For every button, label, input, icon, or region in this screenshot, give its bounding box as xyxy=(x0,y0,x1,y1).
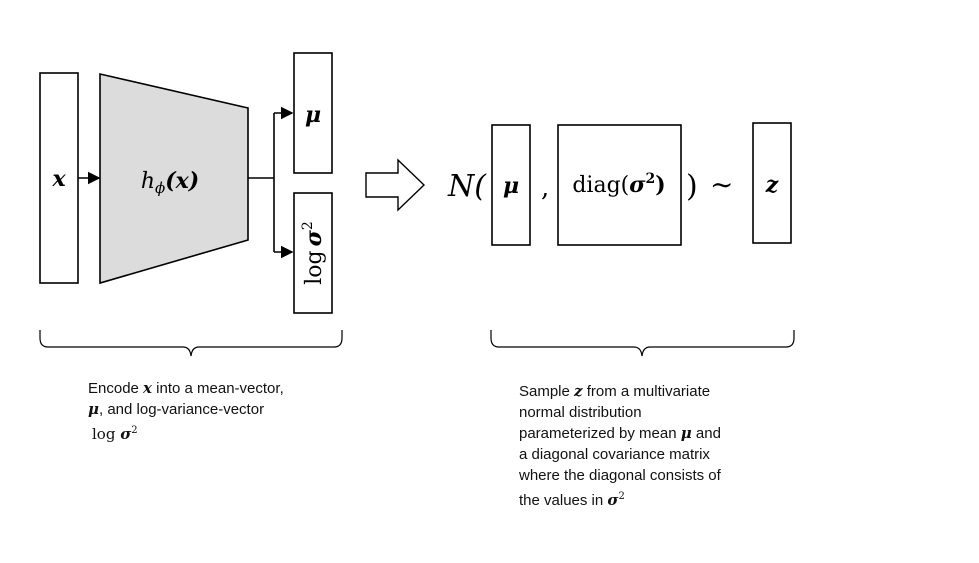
sampling-mu-box xyxy=(491,124,531,246)
encoder-caption: Encode x into a mean-vector, μ, and log-… xyxy=(88,378,368,445)
z-box xyxy=(752,122,792,244)
input-x-box xyxy=(39,72,79,284)
input-x-label: x xyxy=(51,166,66,192)
sampling-caption-line-1: Sample z from a multivariate xyxy=(519,382,711,400)
sampling-caption-line-5: where the diagonal consists of xyxy=(519,467,721,484)
logvar-label: logσ2 xyxy=(300,221,327,285)
encoder-function-label: hϕ(x) xyxy=(141,168,199,197)
sampling-caption: Sample z from a multivariate normal dist… xyxy=(519,381,809,511)
encoder-trapezoid xyxy=(99,72,249,285)
left-brace xyxy=(39,330,343,357)
right-brace xyxy=(490,330,795,357)
sampling-caption-line-4: a diagonal covariance matrix xyxy=(519,446,710,463)
big-hollow-arrow xyxy=(365,158,426,212)
encoder-caption-line-3: log σ2 xyxy=(92,425,138,443)
diag-label: diag(σ2) xyxy=(572,171,665,198)
sampling-caption-line-2: normal distribution xyxy=(519,404,642,421)
diag-box xyxy=(557,124,682,246)
tilde: ∼ xyxy=(710,168,733,201)
close-paren: ) xyxy=(686,169,698,204)
sampling-caption-line-6: the values in σ2 xyxy=(519,491,625,509)
mu-box xyxy=(293,52,333,174)
encoder-caption-line-1: Encode x into a mean-vector, xyxy=(88,379,284,397)
normal-symbol: N( xyxy=(447,169,487,204)
z-label: z xyxy=(765,172,779,198)
comma: , xyxy=(541,173,549,203)
mu-label: μ xyxy=(305,102,321,128)
logvar-box xyxy=(293,192,333,314)
encoder-caption-line-2: μ, and log-variance-vector xyxy=(88,400,265,418)
sampling-caption-line-3: parameterized by mean μ and xyxy=(519,424,721,442)
sampling-mu-label: μ xyxy=(503,173,519,199)
